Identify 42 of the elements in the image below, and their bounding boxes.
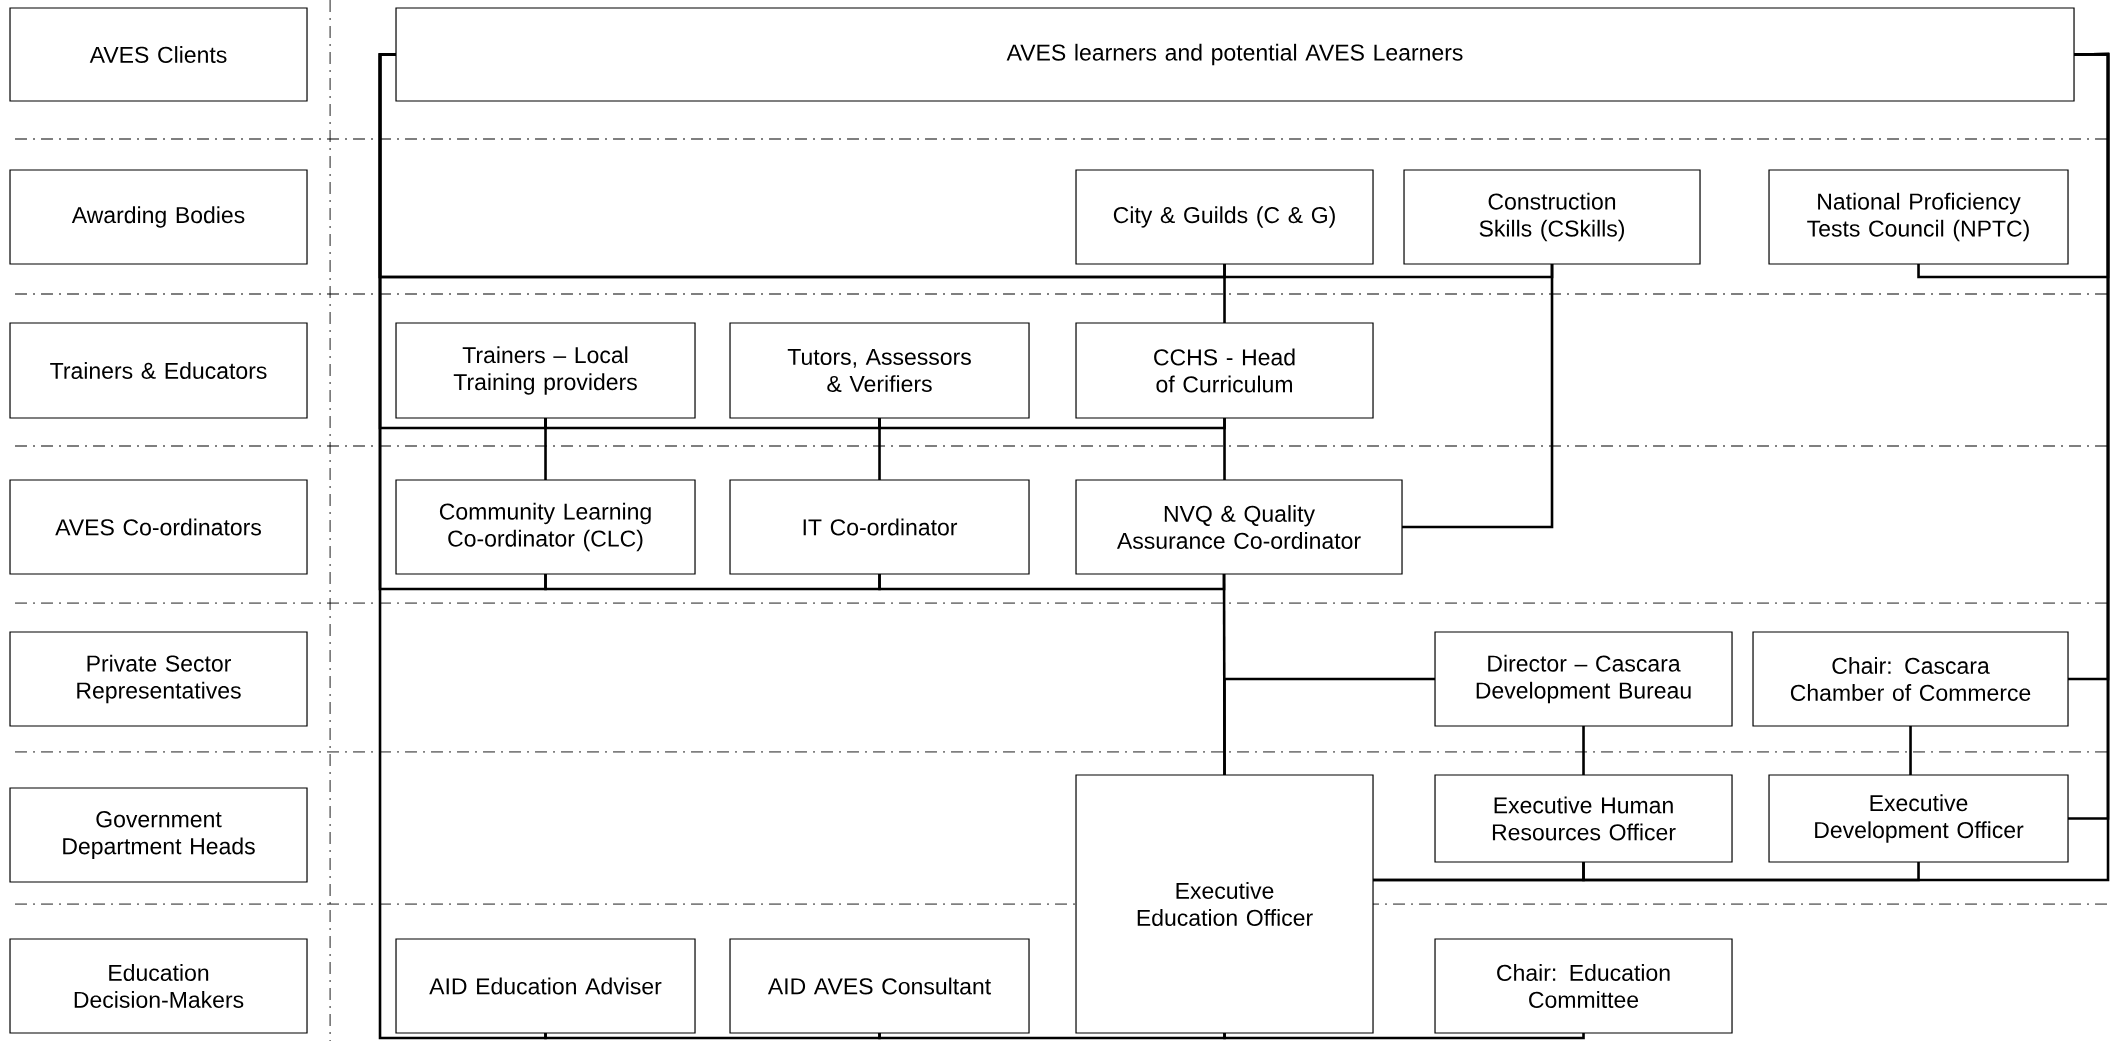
connector-line	[1582, 726, 1585, 775]
row-header-box: AVES Clients	[9, 7, 308, 102]
role-box: Executive Education Officer	[1075, 774, 1374, 1034]
role-box: Chair: Education Committee	[1434, 938, 1733, 1034]
connector-line	[1373, 52, 2110, 882]
connector-line	[544, 1033, 881, 1040]
role-box: City & Guilds (C & G)	[1075, 169, 1374, 265]
row-header-box: Government Department Heads	[9, 787, 308, 883]
role-box: Tutors, Assessors & Verifiers	[729, 322, 1030, 419]
role-box: Director – Cascara Development Bureau	[1434, 631, 1733, 727]
row-header-box: AVES Co-ordinators	[9, 479, 308, 575]
role-box: IT Co-ordinator	[729, 479, 1030, 575]
role-box: CCHS - Head of Curriculum	[1075, 322, 1374, 419]
connector-line	[1917, 53, 2110, 279]
row-header-box: Private Sector Representatives	[9, 631, 308, 727]
connector-line	[878, 418, 881, 480]
row-header-box: Trainers & Educators	[9, 322, 308, 419]
role-box: Executive Development Officer	[1768, 774, 2069, 863]
connector-line	[878, 1033, 1226, 1040]
role-box: AVES learners and potential AVES Learners	[395, 7, 2075, 102]
connector-line	[378, 53, 547, 1040]
connector-line	[878, 574, 1226, 591]
connector-line	[1582, 862, 1920, 882]
role-box: National Proficiency Tests Council (NPTC)	[1768, 169, 2069, 265]
role-box: Chair: Cascara Chamber of Commerce	[1752, 631, 2069, 727]
connector-line	[878, 418, 1226, 430]
role-box: Community Learning Co-ordinator (CLC)	[395, 479, 696, 575]
row-header-box: Awarding Bodies	[9, 169, 308, 265]
role-box: Construction Skills (CSkills)	[1403, 169, 1701, 265]
role-box: AID Education Adviser	[395, 938, 696, 1034]
connector-line	[1223, 1033, 1585, 1040]
connector-line	[1223, 264, 1226, 323]
connector-line	[544, 574, 881, 591]
role-box: Executive Human Resources Officer	[1434, 774, 1733, 863]
role-box: Trainers – Local Training providers	[395, 322, 696, 419]
role-box: NVQ & Quality Assurance Co-ordinator	[1075, 479, 1403, 575]
connector-line	[1223, 677, 1435, 775]
connector-line	[1909, 726, 1912, 775]
row-header-box: Education Decision-Makers	[9, 938, 308, 1034]
connector-line	[1402, 264, 1554, 529]
role-box: AID AVES Consultant	[729, 938, 1030, 1034]
connector-line	[544, 418, 547, 480]
